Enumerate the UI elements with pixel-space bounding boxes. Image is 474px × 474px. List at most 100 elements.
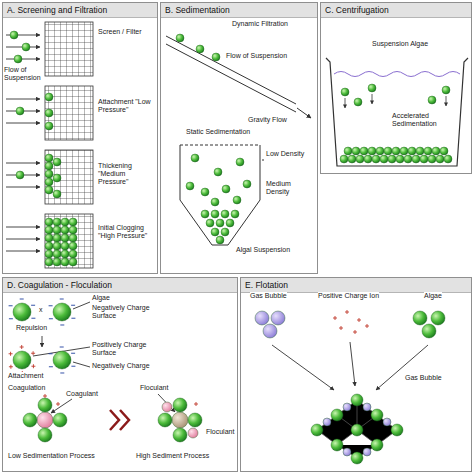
algae-cell xyxy=(13,351,31,369)
charge-mark xyxy=(71,305,75,306)
algae-cell xyxy=(61,226,69,234)
part-label: Static Sedimentation xyxy=(186,128,250,136)
algae-cell xyxy=(45,109,53,117)
charge-mark xyxy=(31,318,35,319)
charge-mark xyxy=(60,324,64,325)
charge-mark xyxy=(339,326,343,330)
charge-mark xyxy=(71,366,75,367)
algae-cell xyxy=(214,168,222,176)
algae-cell xyxy=(61,242,69,250)
algae-cell xyxy=(61,234,69,242)
algae-cell xyxy=(348,155,356,163)
algae-cell xyxy=(211,228,219,236)
algae-cell xyxy=(211,210,219,218)
algae-cell xyxy=(69,242,77,250)
algae-cell xyxy=(172,412,188,428)
charge-mark xyxy=(31,351,35,355)
part-label: Coagulant xyxy=(66,390,98,398)
algae-cell xyxy=(351,394,363,406)
algae-cell xyxy=(38,398,52,412)
charge-mark xyxy=(9,305,13,306)
algae-cell xyxy=(45,242,53,250)
algae-cell xyxy=(363,403,371,411)
algae-cell xyxy=(222,185,230,193)
algae-cell xyxy=(53,242,61,250)
part-label: Suspension Algae xyxy=(372,40,428,48)
algae-cell xyxy=(22,43,30,51)
algae-cell xyxy=(431,311,445,325)
algae-cell xyxy=(69,226,77,234)
part-label: Initial Clogging "High Pressure" xyxy=(98,224,156,240)
algae-cell xyxy=(271,311,285,325)
panel-title: E. Flotation xyxy=(241,278,471,293)
algae-cell xyxy=(388,155,396,163)
algae-cell xyxy=(16,171,24,179)
panel-title: C. Centrifugation xyxy=(321,3,471,18)
algae-cell xyxy=(416,147,424,155)
algae-cell xyxy=(201,188,209,196)
algae-cell xyxy=(53,413,67,427)
algae-cell xyxy=(201,210,209,218)
algae-cell xyxy=(363,448,371,456)
part-label: Medium Density xyxy=(266,180,314,196)
algae-cell xyxy=(16,107,24,115)
panel-title: B. Sedimentation xyxy=(161,3,317,18)
algae-cell xyxy=(352,147,360,155)
algae-cell xyxy=(436,155,444,163)
charge-mark xyxy=(365,324,369,328)
algae-cell xyxy=(442,86,450,94)
charge-mark xyxy=(9,352,13,356)
algae-cell xyxy=(331,439,343,451)
algae-cell xyxy=(360,147,368,155)
algae-cells xyxy=(10,31,452,464)
algae-cell xyxy=(263,324,277,338)
algae-cell xyxy=(391,424,403,436)
algae-cell xyxy=(53,174,61,182)
charge-mark xyxy=(20,345,24,349)
charge-mark xyxy=(9,365,13,369)
algae-cell xyxy=(396,155,404,163)
algae-cell xyxy=(226,219,234,227)
settling-tank xyxy=(180,145,264,245)
algae-cell xyxy=(53,158,61,166)
algae-cell xyxy=(69,218,77,226)
part-label: Dynamic Filtration xyxy=(232,20,288,28)
panel-title: A. Screening and Filtration xyxy=(3,3,157,18)
algae-cell xyxy=(376,147,384,155)
algae-cell xyxy=(311,424,323,436)
algae-cell xyxy=(188,413,202,427)
part-label: Algal Suspension xyxy=(236,246,290,254)
algae-cell xyxy=(10,31,18,39)
algae-cell xyxy=(428,155,436,163)
charge-mark xyxy=(60,372,64,373)
part-label: Screen / Filter xyxy=(98,28,142,36)
part-label: Thickening "Medium Pressure" xyxy=(98,162,156,186)
part-label: Repulsion xyxy=(16,324,47,332)
algae-cell xyxy=(243,180,251,188)
algae-cell xyxy=(354,98,362,106)
algae-cell xyxy=(440,147,448,155)
algae-cell xyxy=(37,412,53,428)
charge-mark xyxy=(345,310,349,314)
algae-cell xyxy=(53,250,61,258)
algae-cell xyxy=(323,418,331,426)
panel-box: C. Centrifugation xyxy=(320,2,472,174)
algae-cell xyxy=(413,311,427,325)
algae-cell xyxy=(53,190,61,198)
part-label: Accelerated Sedimentation xyxy=(392,112,458,128)
algae-cell xyxy=(400,147,408,155)
algae-cell xyxy=(188,428,198,438)
algae-cell xyxy=(351,452,363,464)
part-label: Flow of Suspension xyxy=(4,66,44,82)
part-label: Negatively Charge xyxy=(92,362,150,370)
algae-cell xyxy=(216,219,224,227)
algae-cell xyxy=(69,258,77,266)
algae-cell xyxy=(53,351,71,369)
charge-mark xyxy=(353,330,357,334)
algae-cell xyxy=(53,234,61,242)
algae-cell xyxy=(368,84,376,92)
algae-cell xyxy=(45,226,53,234)
algae-cell xyxy=(428,96,436,104)
